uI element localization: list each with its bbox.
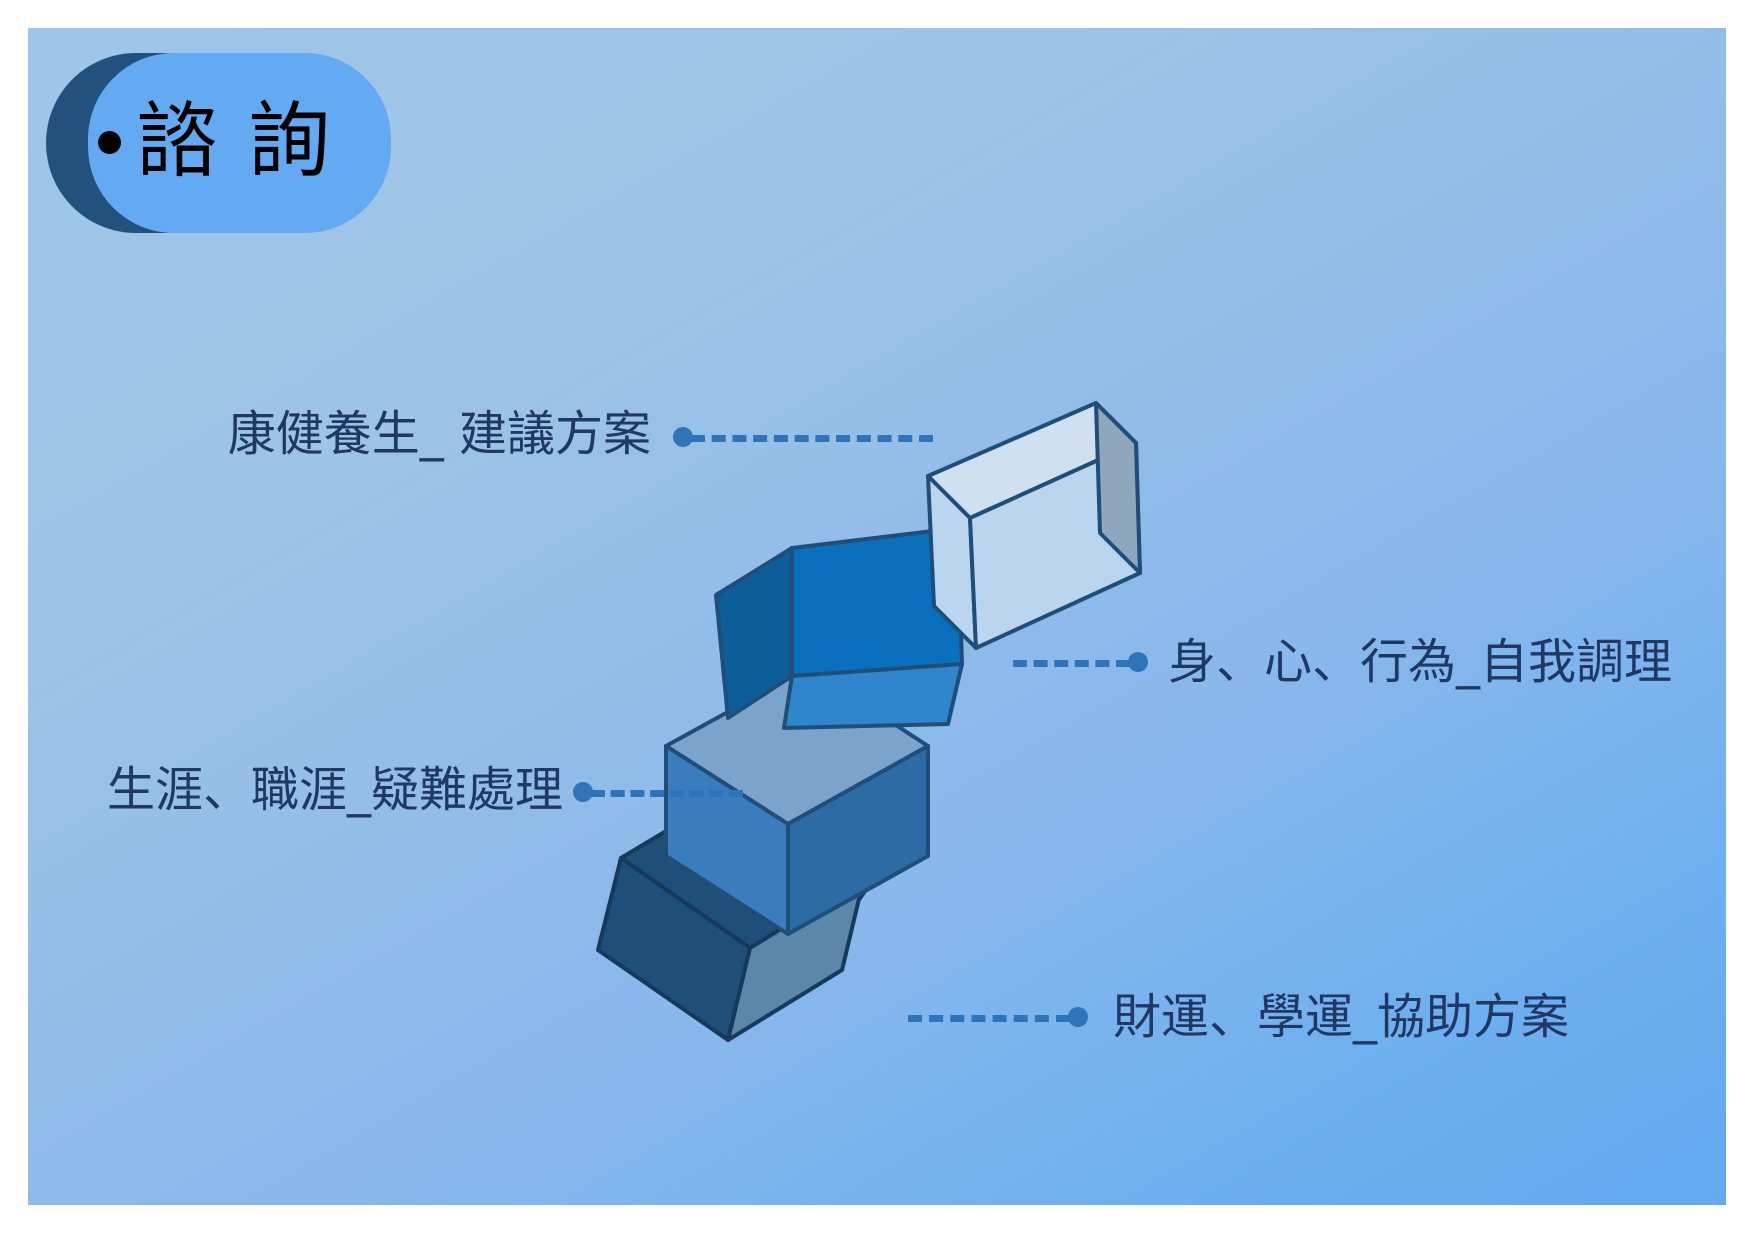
- title-banner-pill: [88, 53, 391, 233]
- slide-title-banner[interactable]: 諮 詢: [46, 53, 391, 233]
- slide-canvas: 諮 詢: [28, 28, 1726, 1205]
- cube-4[interactable]: [618, 789, 872, 982]
- connector-callout-1: [673, 427, 933, 447]
- connector-callout-3: [573, 782, 743, 802]
- callout-label-3[interactable]: 生涯、職涯_疑難處理: [106, 762, 563, 818]
- bullet-dot-icon: [98, 131, 121, 154]
- connector-callout-4: [908, 1007, 1088, 1027]
- connector-callout-2: [1013, 652, 1148, 672]
- callout-label-2[interactable]: 身、心、行為_自我調理: [1168, 634, 1673, 690]
- connector-dot-4: [1068, 1007, 1088, 1027]
- callout-label-4[interactable]: 財運、學運_協助方案: [1113, 989, 1570, 1045]
- connector-line-1: [691, 435, 933, 442]
- connector-line-3: [591, 790, 743, 797]
- cube-4-body[interactable]: [596, 786, 866, 1042]
- callout-label-1[interactable]: 康健養生_ 建議方案: [227, 406, 651, 462]
- connector-line-2: [1013, 660, 1130, 667]
- connector-line-4: [908, 1015, 1070, 1022]
- cube-2[interactable]: [714, 526, 964, 730]
- cube-1[interactable]: [926, 401, 1142, 650]
- connector-dot-1: [673, 427, 693, 447]
- page-title: 諮 詢: [136, 94, 333, 189]
- cube-3[interactable]: [664, 666, 930, 936]
- connector-dot-2: [1128, 652, 1148, 672]
- connector-dot-3: [573, 782, 593, 802]
